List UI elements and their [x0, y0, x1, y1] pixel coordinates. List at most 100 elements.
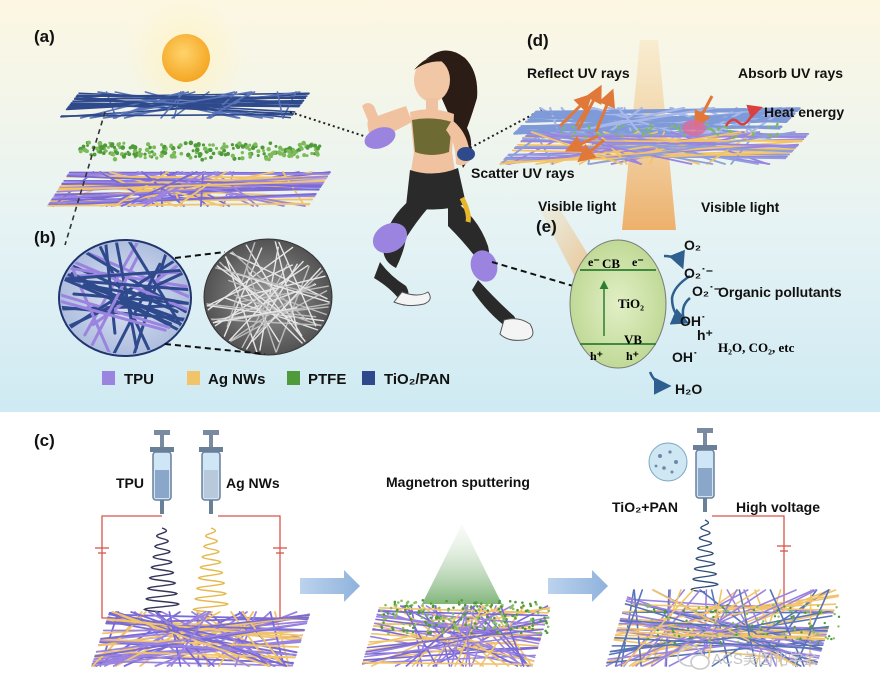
particle-dot: [501, 620, 504, 623]
particle-dot: [796, 637, 798, 639]
particle-dot: [664, 610, 666, 612]
particle-dot: [184, 141, 188, 145]
particle-dot: [406, 632, 409, 635]
particle-dot: [403, 623, 406, 626]
o2-label: O₂: [684, 237, 701, 253]
particle-dot: [458, 603, 461, 606]
particle-dot: [729, 130, 732, 133]
particle-dot: [456, 600, 459, 603]
particle-dot: [383, 618, 386, 621]
particle-dot: [264, 156, 268, 160]
particle-dot: [663, 612, 665, 614]
particle-dot: [645, 128, 648, 131]
particle-dot: [451, 617, 454, 620]
panel-label-d: (d): [527, 31, 549, 50]
particle-dot: [642, 134, 645, 137]
particle-dot: [495, 622, 498, 625]
particle-dot: [475, 601, 478, 604]
particle-dot: [151, 150, 154, 153]
particle-dot: [93, 153, 97, 157]
particle-dot: [223, 142, 226, 145]
particle-dot: [468, 624, 471, 627]
particle-dot: [825, 636, 827, 638]
particle-dot: [471, 627, 474, 630]
fiber-membrane-d: [500, 108, 808, 164]
particle-dot: [383, 613, 386, 616]
particle-dot: [427, 630, 430, 633]
particle-dot: [751, 628, 753, 630]
particle-dot: [441, 628, 444, 631]
particle-dot: [116, 143, 120, 147]
particle-dot: [248, 148, 251, 151]
particle-dot: [528, 611, 531, 614]
particle-dot: [712, 616, 714, 618]
panel-label-b: (b): [34, 228, 56, 247]
particle-dot: [543, 617, 546, 620]
particle-dot: [804, 612, 806, 614]
particle-dot: [668, 626, 670, 628]
particle-dot: [241, 151, 244, 154]
particle-dot: [437, 616, 440, 619]
particle-dot: [269, 154, 273, 158]
particle-dot: [431, 620, 434, 623]
particle-dot: [286, 149, 289, 152]
particle-dot: [146, 142, 150, 146]
panel-label-c: (c): [34, 431, 55, 450]
particle-dot: [498, 602, 501, 605]
products-label: H₂O, CO₂, etc: [718, 340, 795, 355]
particle-dot: [203, 146, 208, 151]
particle-dot: [547, 616, 550, 619]
particle-dot: [521, 601, 524, 604]
particle-dot: [107, 146, 110, 149]
particle-dot: [496, 631, 499, 634]
particle-dot: [760, 629, 762, 631]
particle-dot: [800, 631, 802, 633]
particle-dot: [781, 633, 783, 635]
band-tio2-label: TiO₂: [618, 296, 644, 311]
particle-dot: [560, 131, 563, 134]
band-e-left: e⁻: [588, 255, 600, 269]
band-h-right: h⁺: [626, 349, 639, 363]
particle-dot: [212, 152, 216, 156]
particle-dot: [124, 153, 127, 156]
particle-dot: [282, 153, 286, 157]
particle-dot: [599, 134, 602, 137]
particle-dot: [789, 610, 791, 612]
particle-dot: [748, 625, 750, 627]
particle-dot: [695, 610, 697, 612]
particle-dot: [562, 127, 565, 130]
particle-dot: [665, 616, 667, 618]
particle-dot: [812, 640, 814, 642]
particle-dot: [306, 146, 310, 150]
particle-dot: [774, 615, 776, 617]
particle-dot: [707, 128, 710, 131]
particle-dot: [413, 601, 416, 604]
particle-dot: [493, 617, 496, 620]
scatter-uv-label: Scatter UV rays: [471, 165, 575, 181]
particle-dot: [442, 616, 445, 619]
particle-dot: [516, 609, 519, 612]
particle-dot: [770, 135, 773, 138]
particle-dot: [572, 126, 575, 129]
particle-dot: [651, 126, 654, 129]
particle-dot: [702, 630, 704, 632]
particle-dot: [204, 157, 207, 160]
particle-dot: [657, 629, 659, 631]
particle-dot: [162, 146, 166, 150]
particle-dot: [638, 128, 641, 131]
process-agnw-label: Ag NWs: [226, 475, 280, 491]
particle-dot: [817, 642, 819, 644]
particle-dot: [762, 620, 764, 622]
particle-dot: [653, 608, 655, 610]
particle-dot: [232, 147, 235, 150]
particle-dot: [464, 613, 467, 616]
particle-dot: [683, 134, 686, 137]
particle-dot: [249, 156, 252, 159]
particle-dot: [647, 131, 650, 134]
particle-dot: [649, 128, 652, 131]
particle-dot: [725, 613, 727, 615]
particle-dot: [414, 623, 417, 626]
particle-dot: [85, 149, 89, 153]
particle-dot: [498, 624, 501, 627]
band-e-right: e⁻: [632, 255, 644, 269]
